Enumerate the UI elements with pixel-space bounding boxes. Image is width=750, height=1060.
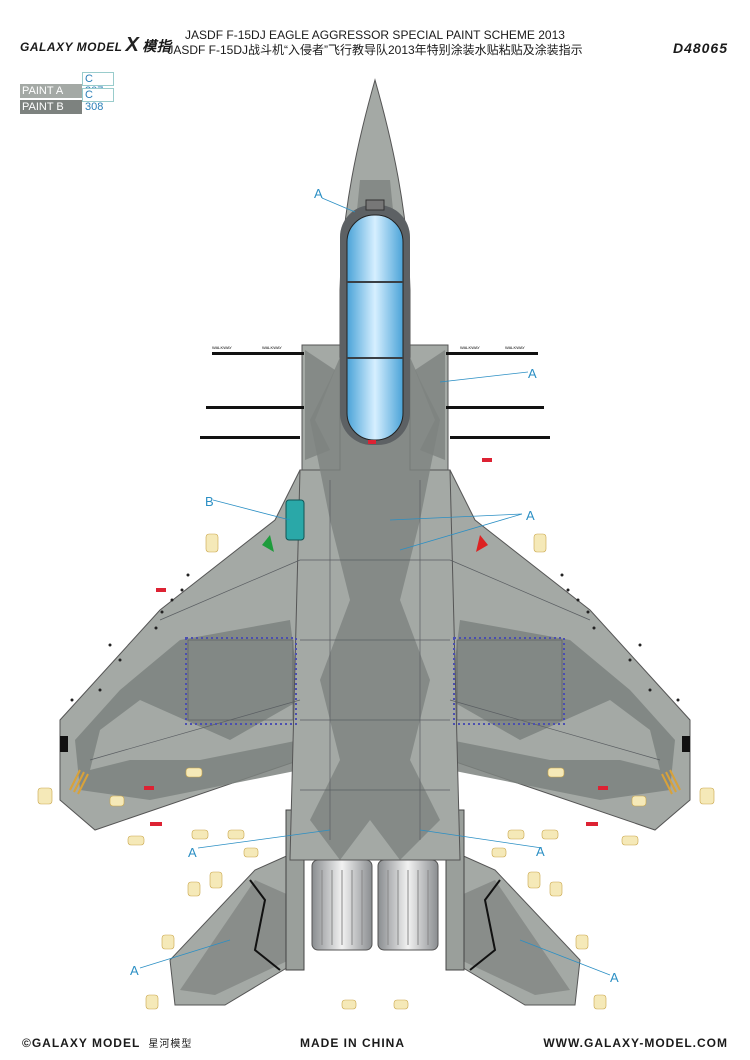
canopy-glass	[346, 214, 404, 441]
blue-panel	[285, 499, 305, 541]
paint-legend-b: PAINT BC 308	[20, 88, 114, 114]
walkway-label-3: WALKWAY	[460, 345, 480, 350]
title-english: JASDF F-15DJ EAGLE AGGRESSOR SPECIAL PAI…	[185, 28, 565, 42]
brand-name: GALAXY MODEL	[20, 40, 123, 54]
callout-a-right-aft: A	[536, 844, 545, 859]
paint-b-label: PAINT B	[20, 100, 82, 114]
footer-copyright: ©GALAXY MODEL 星河模型	[22, 1035, 192, 1050]
product-code: D48065	[672, 40, 728, 56]
title-chinese: JASDF F-15DJ战斗机“入侵者”飞行教导队2013年特别涂装水贴粘贴及涂…	[167, 43, 583, 57]
copyright-cn: 星河模型	[148, 1039, 193, 1050]
brand-mark: X	[125, 34, 140, 56]
callout-a-nose: A	[314, 186, 323, 201]
footer-url: WWW.GALAXY-MODEL.COM	[543, 1036, 728, 1050]
callout-a-intake: A	[528, 366, 537, 381]
left-wing-camo	[75, 620, 300, 800]
walkway-label-4: WALKWAY	[505, 345, 525, 350]
paint-a-label: PAINT A	[20, 84, 82, 98]
page-title: JASDF F-15DJ EAGLE AGGRESSOR SPECIAL PAI…	[0, 28, 750, 58]
callout-a-right-stab: A	[610, 970, 619, 985]
right-wing-camo	[450, 620, 675, 800]
walkway-label-2: WALKWAY	[262, 345, 282, 350]
callout-b: B	[205, 494, 214, 509]
walkway-label-1: WALKWAY	[212, 345, 232, 350]
paint-b-code: C 308	[82, 88, 114, 113]
callout-a-spine: A	[526, 508, 535, 523]
callout-a-left-stab: A	[130, 963, 139, 978]
footer-made-in: MADE IN CHINA	[300, 1036, 405, 1050]
fuselage-camo	[310, 180, 440, 860]
callout-a-left-aft: A	[188, 845, 197, 860]
copyright-text: ©GALAXY MODEL	[22, 1036, 141, 1050]
brand-name-cn: 模指	[142, 38, 172, 54]
walkway-markings	[200, 352, 550, 439]
